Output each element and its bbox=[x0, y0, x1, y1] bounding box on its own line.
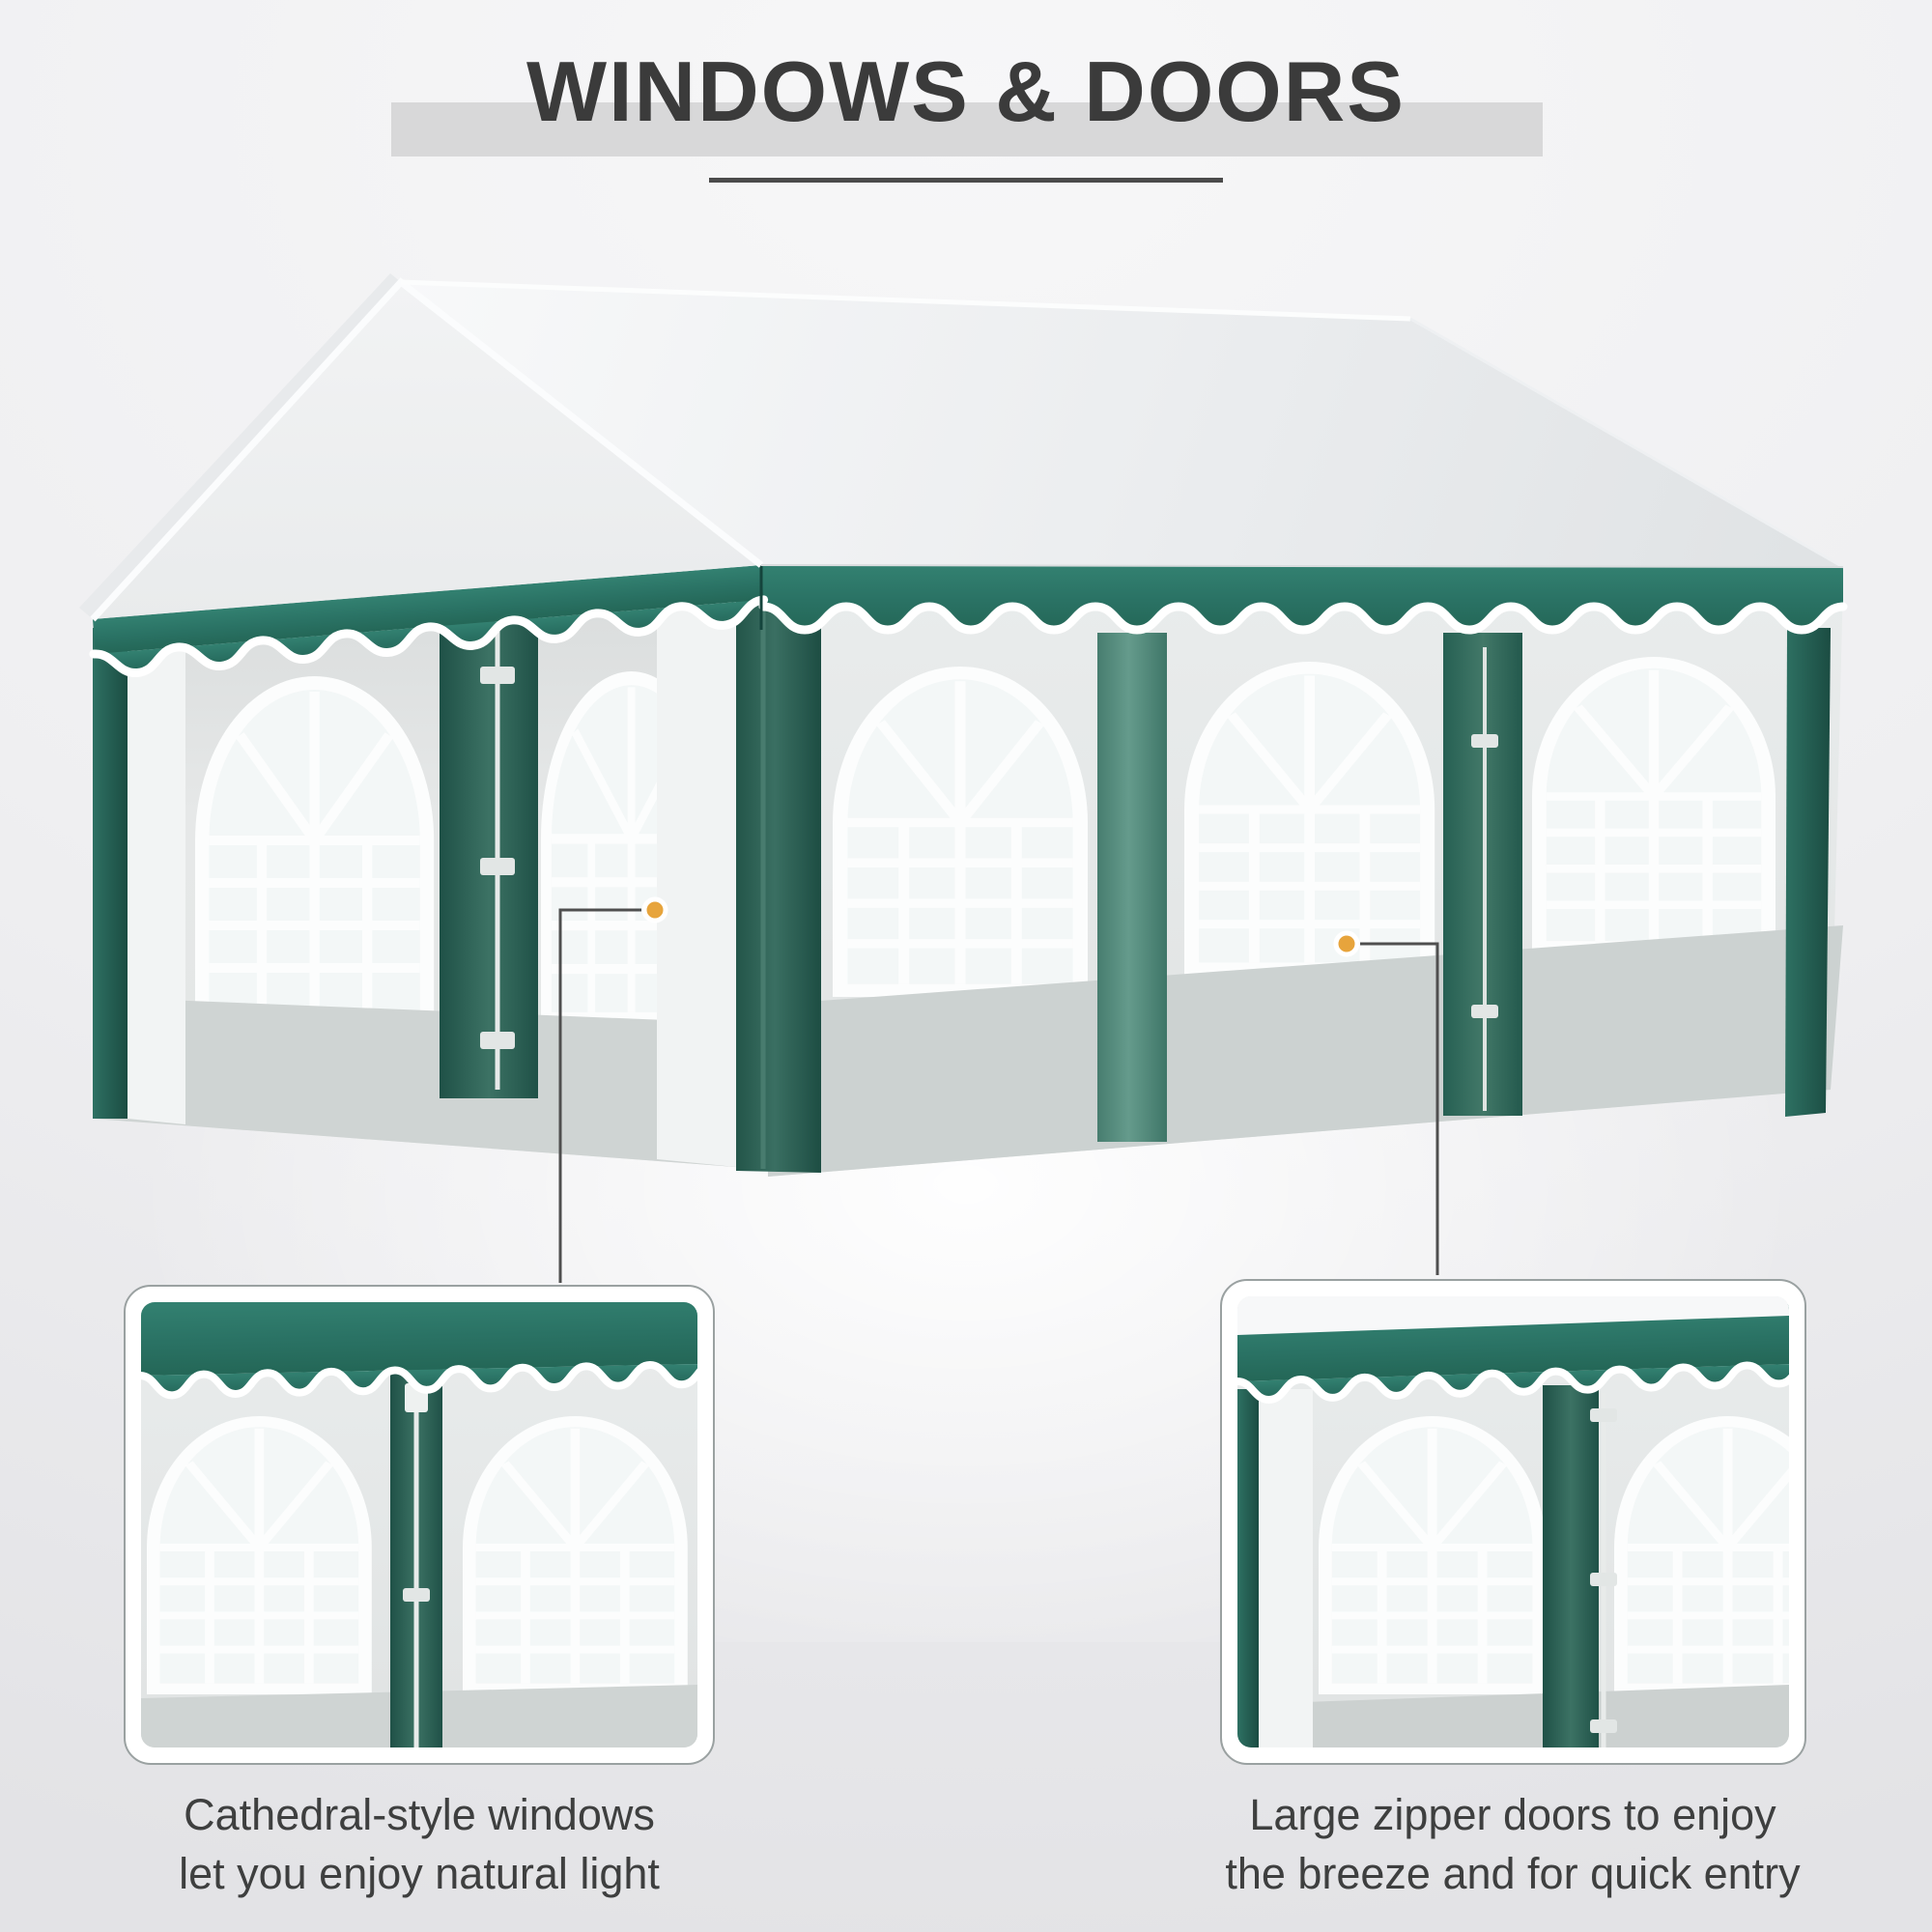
side-skirt bbox=[768, 925, 1843, 1177]
closeup-window-right bbox=[463, 1416, 688, 1694]
zipper-clip bbox=[480, 1032, 515, 1049]
side-window-3 bbox=[1532, 657, 1776, 952]
caption-windows: Cathedral-style windows let you enjoy na… bbox=[81, 1785, 757, 1903]
gable-window-left bbox=[195, 676, 434, 1024]
roof-left-edge bbox=[79, 273, 401, 619]
side-window-1 bbox=[833, 667, 1088, 997]
zipper-clip bbox=[480, 858, 515, 875]
roof-back-edge bbox=[1409, 317, 1844, 569]
page-title: WINDOWS & DOORS bbox=[526, 43, 1406, 139]
side-valance-trim bbox=[758, 602, 1848, 635]
left-corner-strip bbox=[93, 628, 128, 1119]
roof-main-plane bbox=[401, 282, 1843, 567]
gable-valance bbox=[89, 564, 769, 677]
gable-door-post bbox=[440, 601, 538, 1098]
caption-doors-line2: the breeze and for quick entry bbox=[1225, 1849, 1801, 1898]
closeup-corner-face bbox=[1259, 1389, 1313, 1747]
zipper-clip bbox=[1471, 1005, 1498, 1018]
closeup-window-left bbox=[147, 1416, 372, 1694]
detail-box-windows bbox=[124, 1285, 715, 1765]
side-window-2 bbox=[1184, 662, 1435, 975]
side-valance bbox=[758, 565, 1848, 635]
closeup-roof-edge bbox=[1237, 1296, 1789, 1335]
right-corner-post bbox=[1785, 628, 1831, 1117]
zipper-clip bbox=[480, 667, 515, 684]
gable-valance-trim bbox=[89, 595, 769, 677]
callout-dot-door-icon bbox=[1333, 930, 1360, 957]
zipper-clip bbox=[1471, 734, 1498, 748]
roof-eave-edge bbox=[760, 564, 1844, 568]
side-door-post bbox=[1443, 633, 1522, 1116]
closeup-valance bbox=[141, 1302, 697, 1400]
gable-skirt bbox=[93, 997, 761, 1169]
gable-roof-triangle bbox=[93, 282, 761, 619]
closeup-corner-strip bbox=[1237, 1389, 1259, 1747]
front-corner-face bbox=[657, 585, 736, 1167]
callout-line-window bbox=[558, 908, 641, 1283]
closeup-door-post bbox=[1543, 1385, 1617, 1747]
caption-doors: Large zipper doors to enjoy the breeze a… bbox=[1175, 1785, 1851, 1903]
caption-windows-line2: let you enjoy natural light bbox=[179, 1849, 660, 1898]
callout-line-door bbox=[1360, 942, 1439, 1275]
detail-image-windows bbox=[141, 1302, 697, 1747]
front-corner-post bbox=[736, 585, 821, 1173]
left-corner-face bbox=[128, 648, 185, 1124]
side-post-1 bbox=[1097, 633, 1167, 1142]
roof-ridge bbox=[400, 279, 1411, 322]
title-underline bbox=[709, 178, 1223, 183]
closeup-center-post bbox=[390, 1366, 442, 1747]
caption-windows-line1: Cathedral-style windows bbox=[184, 1790, 655, 1839]
title-band bbox=[391, 102, 1543, 156]
detail-image-doors bbox=[1237, 1296, 1789, 1747]
callout-dot-window-icon bbox=[641, 896, 668, 923]
detail-box-doors bbox=[1220, 1279, 1806, 1765]
caption-doors-line1: Large zipper doors to enjoy bbox=[1249, 1790, 1776, 1839]
closeup-door-window-left bbox=[1319, 1416, 1546, 1694]
